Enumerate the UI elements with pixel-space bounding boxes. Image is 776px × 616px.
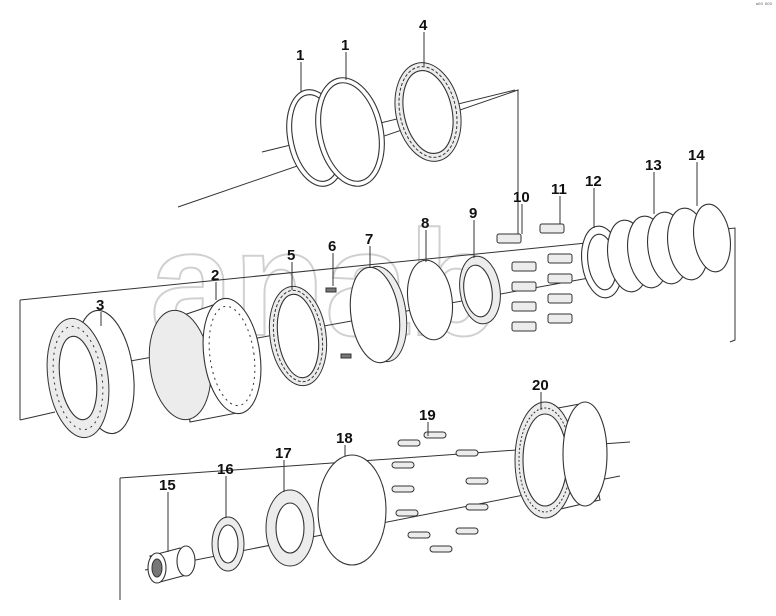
top-group — [177, 62, 519, 240]
leader-lines — [100, 32, 698, 552]
label-part-16: 16 — [217, 461, 234, 478]
part-10-springs — [496, 233, 537, 332]
label-part-11: 11 — [551, 181, 567, 198]
part-19-roller-set — [391, 431, 489, 553]
label-part-10: 10 — [513, 189, 530, 206]
label-part-3: 3 — [96, 297, 104, 314]
label-part-8: 8 — [421, 215, 429, 232]
label-part-6: 6 — [328, 238, 336, 255]
part-11-springs — [539, 223, 573, 324]
part-2-drum — [148, 297, 262, 423]
part-1b-ring — [315, 77, 385, 187]
label-part-12: 12 — [585, 173, 602, 190]
label-part-5: 5 — [287, 247, 295, 264]
part-9-seal — [459, 255, 501, 325]
label-part-1a: 1 — [296, 47, 304, 64]
part-20-ring-gear — [514, 401, 608, 519]
middle-group — [19, 203, 736, 439]
label-part-15: 15 — [159, 477, 176, 494]
label-part-18: 18 — [336, 430, 353, 447]
label-part-4: 4 — [419, 17, 428, 34]
bottom-group — [119, 401, 631, 600]
label-part-14: 14 — [688, 147, 705, 164]
corner-mark: ᵃ⁰⁰ ⁰⁰⁰ — [755, 2, 772, 9]
part-3-housing — [46, 309, 135, 439]
part-4-bearing — [394, 62, 462, 162]
part-7-disc — [349, 265, 408, 364]
part-8-plate — [406, 259, 454, 341]
label-part-7: 7 — [365, 231, 373, 248]
part-5-bearing — [268, 285, 328, 387]
label-part-9: 9 — [469, 205, 477, 222]
label-part-2: 2 — [211, 267, 219, 284]
label-part-1b: 1 — [341, 37, 349, 54]
part-labels: 1 1 4 2 3 5 6 7 8 9 10 11 12 13 14 15 16… — [96, 17, 705, 494]
part-18-plate — [317, 454, 387, 566]
label-part-19: 19 — [419, 407, 436, 424]
part-15-bushing — [147, 545, 196, 584]
part-17-thrust-washer — [265, 489, 315, 567]
label-part-13: 13 — [645, 157, 662, 174]
part-16-needle-bearing — [211, 516, 245, 572]
label-part-17: 17 — [275, 445, 292, 462]
label-part-20: 20 — [532, 377, 549, 394]
part-14-end-plate — [693, 203, 731, 273]
part-6-pins — [325, 287, 352, 359]
